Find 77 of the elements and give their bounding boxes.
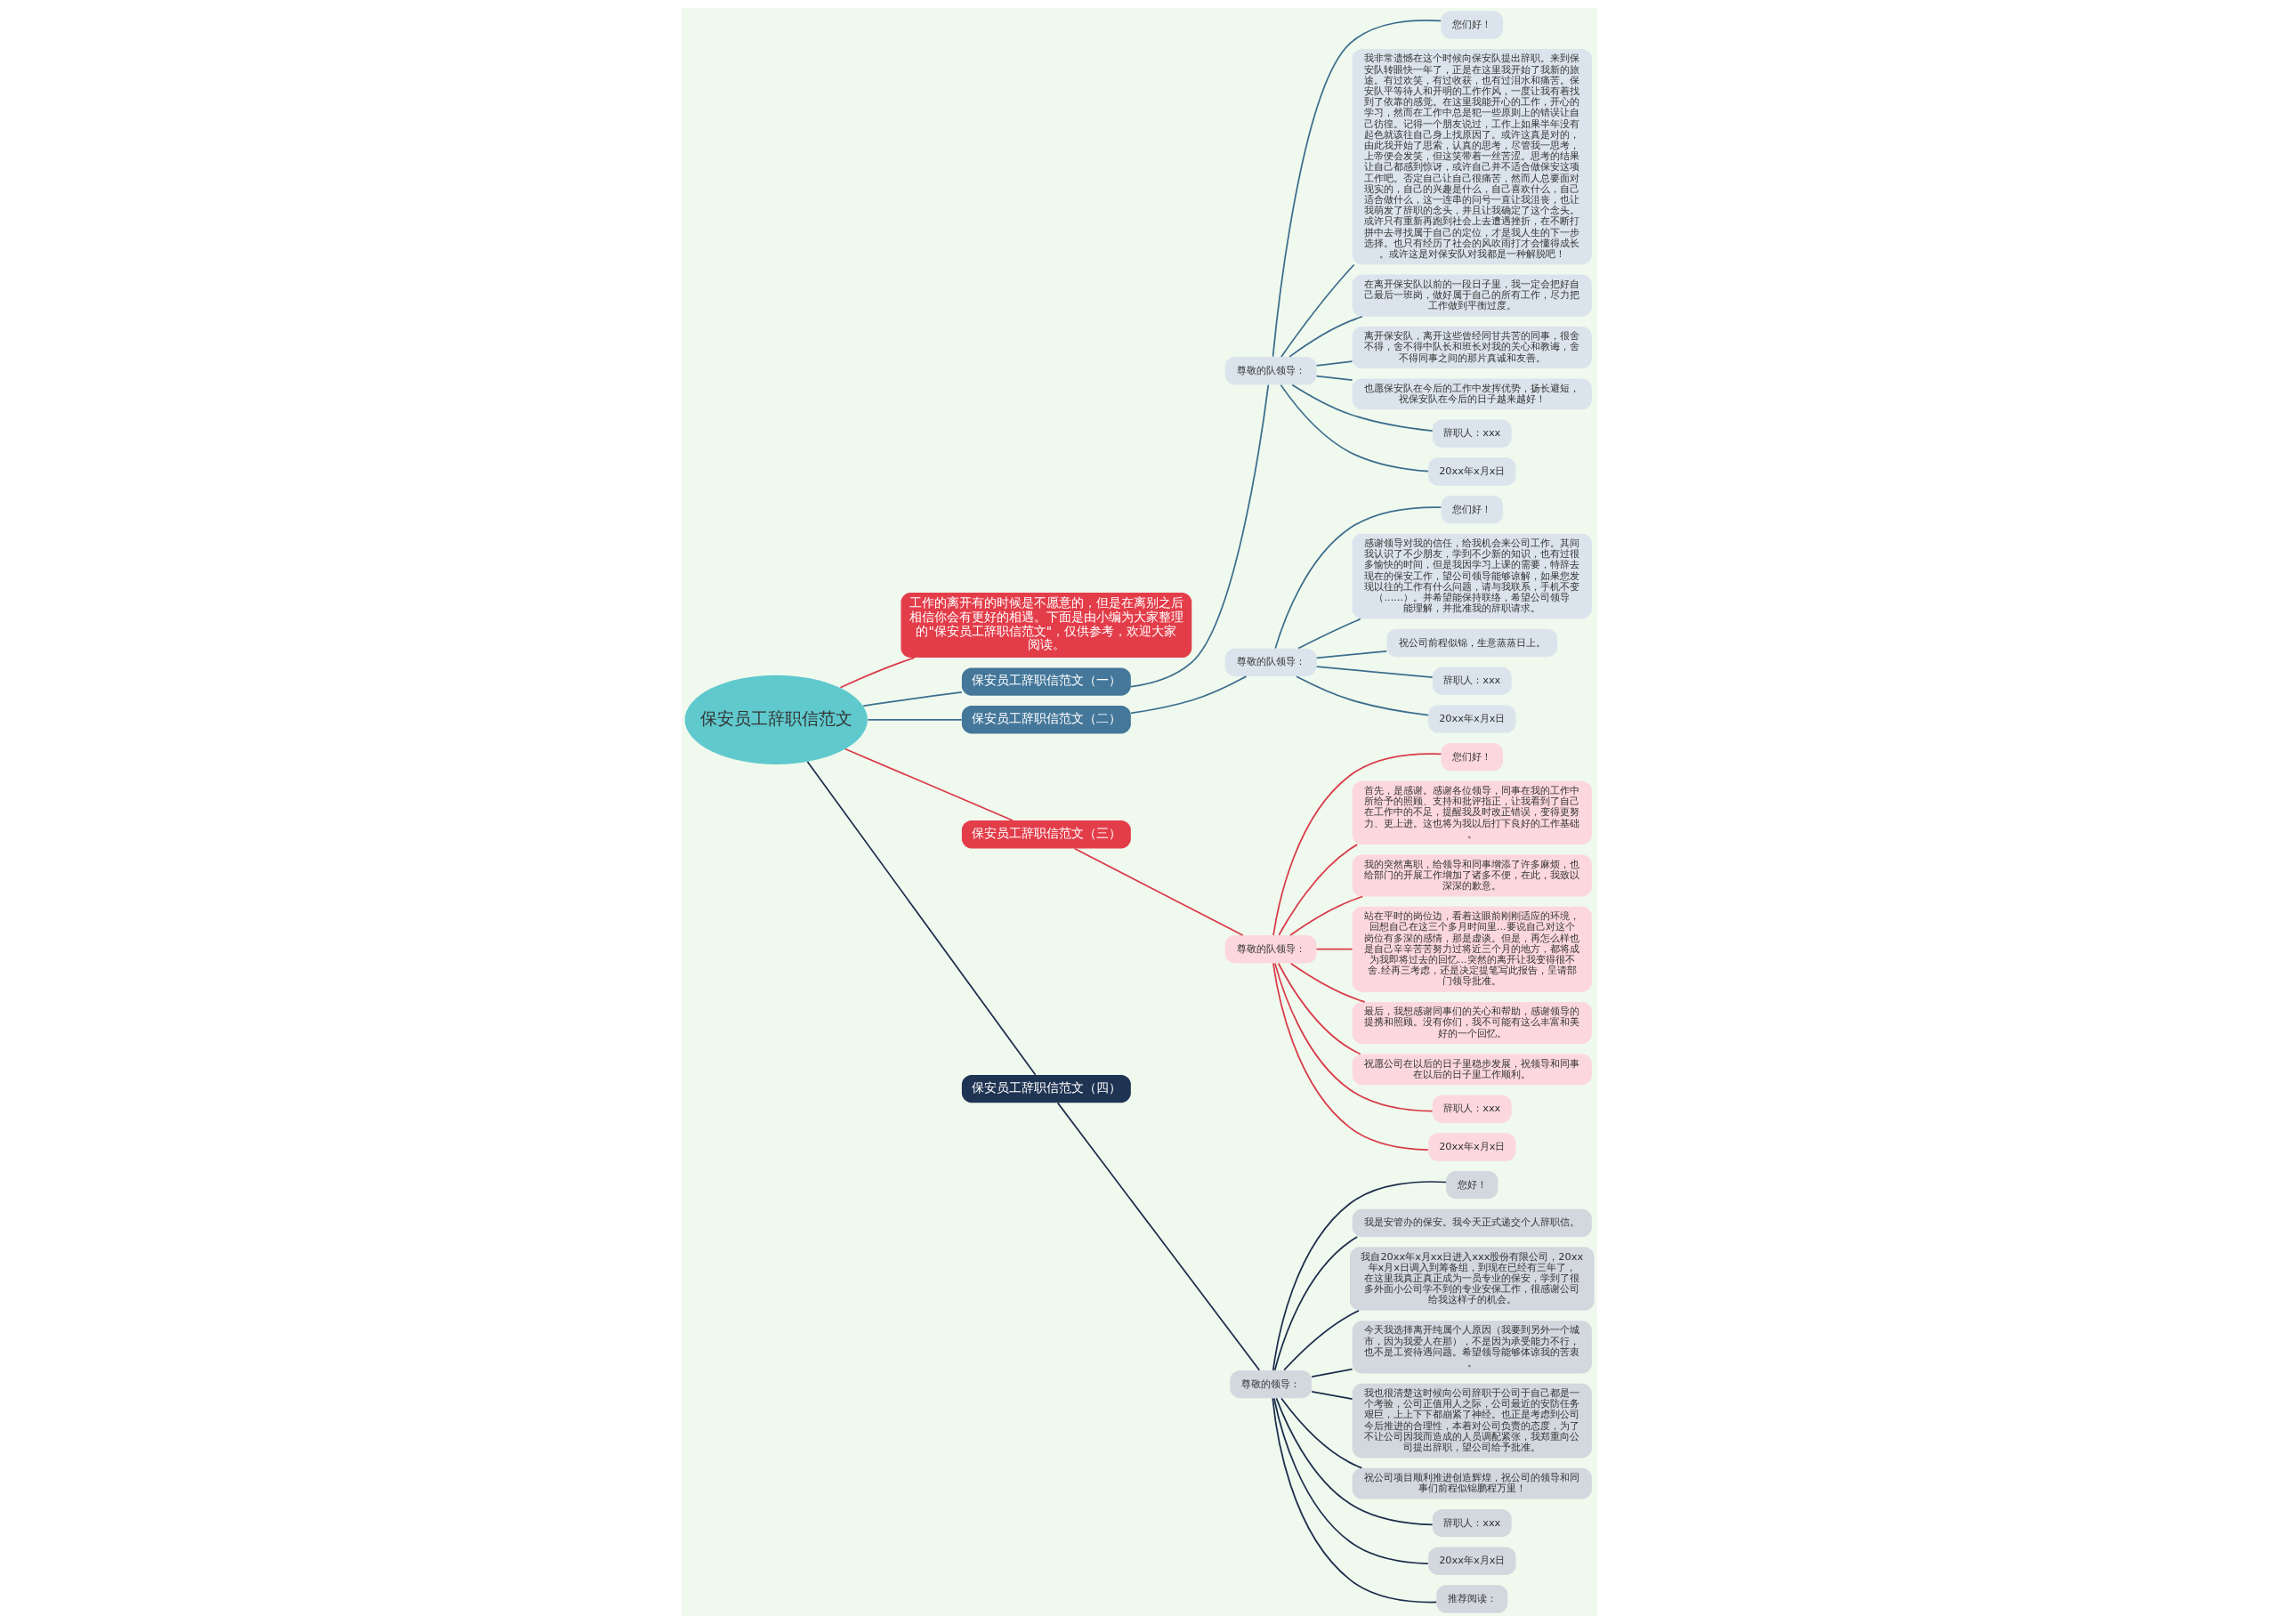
node-box: 我也很清楚这时候向公司辞职于公司于自己都是一个考验，公司正值用人之际，公司最近的安防任务艰巨，上上下下都崩紧了神经。也正是考虑到公司今后推进的合理性，本着对公司负责的态度，为了不让公司因我而造成的人员调配紧张，我郑重向公司提出辞职，望公司给予批准。 [1352, 1383, 1592, 1458]
connector [1289, 962, 1366, 1003]
connector [1315, 948, 1353, 950]
connector [844, 747, 1014, 821]
node-box: 感谢领导对我的信任，给我机会来公司工作。其间我认识了不少朋友，学到不少新的知识，也有过很多愉快的时间，但是我因学习上课的需要，特辞去现在的保安工作，望公司领导能够谅解，如果您发现以往的工作有什么问题，请与我联系，手机不变（......）。并希望能保持联络，希望公司领导能理解，并批准我的辞职请求。 [1352, 533, 1592, 619]
connector [1295, 675, 1429, 716]
node-box: 我非常遗憾在这个时候向保安队提出辞职。来到保安队转眼快一年了，正是在这里我开始了我新的旅途。有过欢笑，有过收获，也有过泪水和痛苦。保安队平等待人和开明的工作作风，一度让我有着找到了依靠的感觉。在这里我能开心的工作，开心的学习，然而在工作中总是犯一些原则上的错误让自己彷徨。记得一个朋友说过，工作上如果半年没有起色就该往自己身上找原因了。或许这真是对的，由此我开始了思索，认真的思考，尽管我一思考，上帝便会发笑，但这笑带着一丝苦涩。思考的结果让自己都感到惊讶，或许自己并不适合做保安这项工作吧。否定自己让自己很痛苦，然而人总要面对现实的，自己的兴趣是什么，自己喜欢什么，自己适合做什么，这一连串的问号一直让我沮丧，也让我萌发了辞职的念头，并且让我确定了这个念头。或许只有重新再跑到社会上去遭遇挫折，在不断打拼中去寻找属于自己的定位，才是我人生的下一步选择。也只有经历了社会的风吹雨打才会懂得成长。或许这是对保安队对我都是一种解脱吧！ [1352, 49, 1592, 265]
node-box: 您好！ [1445, 1170, 1498, 1200]
node-box: 首先，是感谢。感谢各位领导，同事在我的工作中所给予的照顾、支持和批评指正，让我看到了自己在工作中的不足，提醒我及时改正错误，变得更努力、更上进。这也将为我以后打下良好的工作基础。 [1352, 780, 1592, 845]
connector [1273, 962, 1433, 1112]
connector [1056, 1102, 1260, 1371]
node-box: 在离开保安队以前的一段日子里，我一定会把好自己最后一班岗，做好属于自己的所有工作，尽力把工作做到平衡过度。 [1352, 274, 1592, 317]
connector [1282, 1310, 1360, 1371]
connector [1272, 1397, 1429, 1564]
connector [1129, 384, 1269, 688]
connector [1315, 375, 1353, 382]
connector [1273, 1236, 1358, 1371]
connector [1288, 315, 1363, 358]
connector [866, 718, 963, 721]
node-box: 20xx年x月x日 [1427, 705, 1515, 733]
node-box: 保安员工辞职信范文（二） [961, 706, 1131, 734]
connector [1310, 1368, 1353, 1378]
connector [1315, 666, 1434, 679]
node-box: 保安员工辞职信范文（三） [961, 820, 1131, 849]
node-box: 我是安管办的保安。我今天正式递交个人辞职信。 [1352, 1208, 1592, 1238]
node-box: 保安员工辞职信范文（一） [961, 667, 1131, 696]
connector [1073, 847, 1244, 936]
node-box: 离开保安队，离开这些曾经同甘共苦的同事，很舍不得，舍不得中队长和班长对我的关心和教诲，舍不得同事之间的那片真诚和友善。 [1352, 327, 1592, 369]
node-box: 祝愿公司在以后的日子里稳步发展，祝领导和同事在以后的日子里工作顺利。 [1352, 1054, 1592, 1086]
node-box: 祝公司前程似锦，生意蒸蒸日上。 [1385, 628, 1557, 658]
connector [1315, 650, 1387, 659]
node-box: 20xx年x月x日 [1427, 457, 1515, 486]
node-box: 辞职人：xxx [1432, 419, 1512, 448]
node-box: 您们好！ [1440, 742, 1503, 772]
node-box: 我的突然离职，给领导和同事增添了许多麻烦，也给部门的开展工作增加了诸多不便，在此，我致以深深的歉意。 [1352, 854, 1592, 897]
connector [1277, 962, 1361, 1055]
node-box: 尊敬的队领导： [1224, 935, 1317, 964]
node-box: 辞职人：xxx [1432, 1508, 1512, 1538]
node-box: 推荐阅读： [1435, 1585, 1507, 1613]
connector [1288, 895, 1363, 936]
connector [1129, 675, 1247, 715]
connector [1315, 360, 1353, 367]
node-box: 今天我选择离开纯属个人原因（我要到另外一个城市，因为我爱人在那），不是因为承受能力不行，也不是工资待遇问题。希望领导能够体谅我的苦衷。 [1352, 1321, 1592, 1374]
node-box: 您们好！ [1440, 495, 1503, 524]
connector [1297, 618, 1361, 650]
connector [1290, 384, 1434, 432]
connector [1280, 1397, 1362, 1469]
node-box: 20xx年x月x日 [1427, 1133, 1515, 1161]
connector [806, 761, 1036, 1076]
connector [839, 657, 915, 689]
node-box: 辞职人：xxx [1432, 667, 1512, 695]
connector [1275, 1397, 1433, 1526]
node-box: 也愿保安队在今后的工作中发挥优势，扬长避短，祝保安队在今后的日子越来越好！ [1352, 378, 1592, 410]
node-box: 祝公司项目顺利推进创造辉煌，祝公司的领导和同事们前程似锦鹏程万里！ [1352, 1467, 1592, 1499]
connector [1280, 384, 1429, 473]
connector [1280, 263, 1354, 358]
connector [1272, 20, 1442, 358]
connector [1273, 506, 1442, 650]
node-box: 我自20xx年x月xx日进入xxx股份有限公司，20xx年x月x日调入到筹备组，到现在已经有三年了，在这里我真正真正成为一员专业的保安，学到了很多外面小公司学不到的专业安保工作，很感谢公司给我这样子的机会。 [1349, 1247, 1594, 1311]
connector [1272, 753, 1442, 936]
node-ellipse: 保安员工辞职信范文 [684, 675, 868, 764]
node-box: 尊敬的队领导： [1224, 357, 1317, 385]
node-box: 20xx年x月x日 [1427, 1547, 1515, 1575]
node-box: 工作的离开有的时候是不愿意的，但是在离别之后相信你会有更好的相遇。下面是由小编为大家整理的"保安员工辞职信范文"，仅供参考，欢迎大家阅读。 [901, 592, 1192, 658]
node-box: 您们好！ [1440, 11, 1503, 39]
node-box: 尊敬的队领导： [1224, 648, 1317, 676]
node-box: 辞职人：xxx [1432, 1095, 1512, 1123]
node-box: 保安员工辞职信范文（四） [961, 1074, 1131, 1103]
node-box: 最后，我想感谢同事们的关心和帮助，感谢领导的提携和照顾。没有你们，我不可能有这么丰富和美好的一个回忆。 [1352, 1002, 1592, 1045]
connector [1310, 1390, 1353, 1400]
connector [1272, 962, 1429, 1151]
node-box: 站在平时的岗位边，看着这眼前刚刚适应的环境，回想自己在这三个多月时间里...要说自己对这个岗位有多深的感情，那是虚谈。但是，再怎么样也是自己辛辛苦苦努力过将近三个月的地方，都将成为我即将过去的回忆...突然的离开让我变得很不舍.经再三考虑，还是决定提笔写此报告，呈请部门领导批准。 [1352, 906, 1592, 992]
connector [1277, 844, 1358, 936]
connector [861, 691, 963, 707]
node-box: 尊敬的领导： [1229, 1369, 1312, 1399]
connector [1271, 1397, 1437, 1604]
connector [1272, 1181, 1447, 1371]
